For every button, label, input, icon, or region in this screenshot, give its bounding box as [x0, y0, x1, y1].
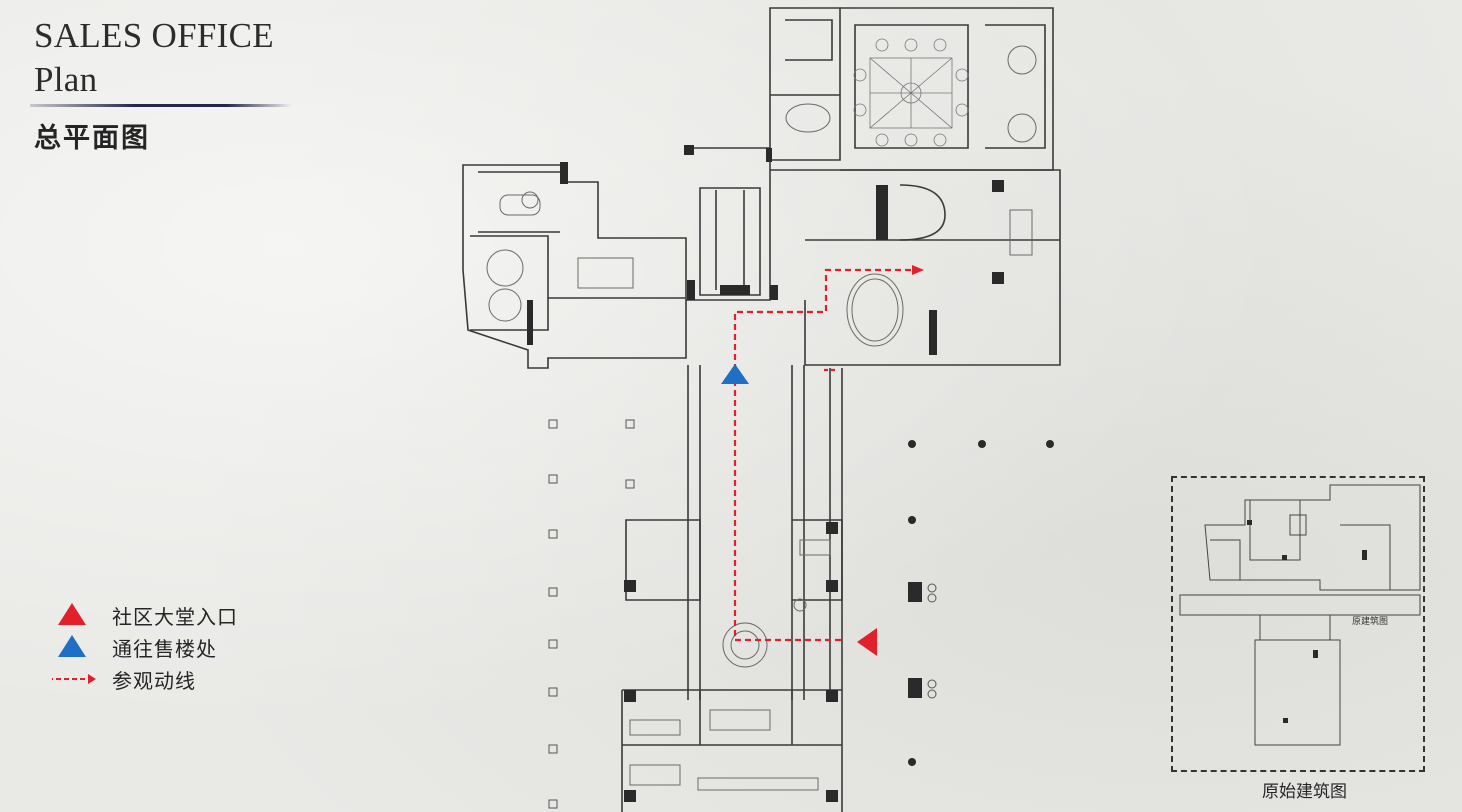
title-underline [30, 104, 292, 107]
inset-caption: 原始建筑图 [1262, 782, 1347, 802]
blue-triangle-icon [58, 635, 86, 657]
legend-item-to-sales-office: 通往售楼处 [52, 632, 217, 662]
red-triangle-icon [58, 603, 86, 625]
page-title: SALES OFFICE [34, 16, 274, 55]
inset-columns [1247, 520, 1367, 723]
lobby-entry-red-triangle-icon [857, 628, 877, 656]
route-arrowhead-icon [912, 265, 924, 275]
red-dashed-arrow-icon [48, 674, 96, 684]
structural-columns [527, 145, 1004, 802]
sales-office-entry-blue-triangle-icon [721, 364, 749, 384]
legend-item-visit-route: 参观动线 [48, 664, 196, 694]
legend-label-lobby-entry: 社区大堂入口 [112, 604, 238, 629]
lounge-carpet-pattern [853, 38, 969, 147]
legend-item-lobby-entry: 社区大堂入口 [52, 600, 238, 630]
inset-original-plan [1179, 484, 1421, 746]
title-block: SALES OFFICE Plan [34, 14, 274, 102]
furniture [486, 45, 1037, 791]
page-subtitle: Plan [34, 60, 98, 99]
legend-label-to-sales-office: 通往售楼处 [112, 636, 217, 661]
inset-plan-label: 原建筑图 [1352, 617, 1389, 627]
outdoor-markers [548, 419, 937, 809]
inset-frame [1171, 476, 1425, 772]
building-walls [462, 7, 1061, 812]
outdoor-pillars [908, 440, 1054, 766]
page-title-chinese: 总平面图 [34, 123, 150, 154]
visit-route-path [733, 268, 912, 642]
legend-label-visit-route: 参观动线 [112, 668, 196, 693]
